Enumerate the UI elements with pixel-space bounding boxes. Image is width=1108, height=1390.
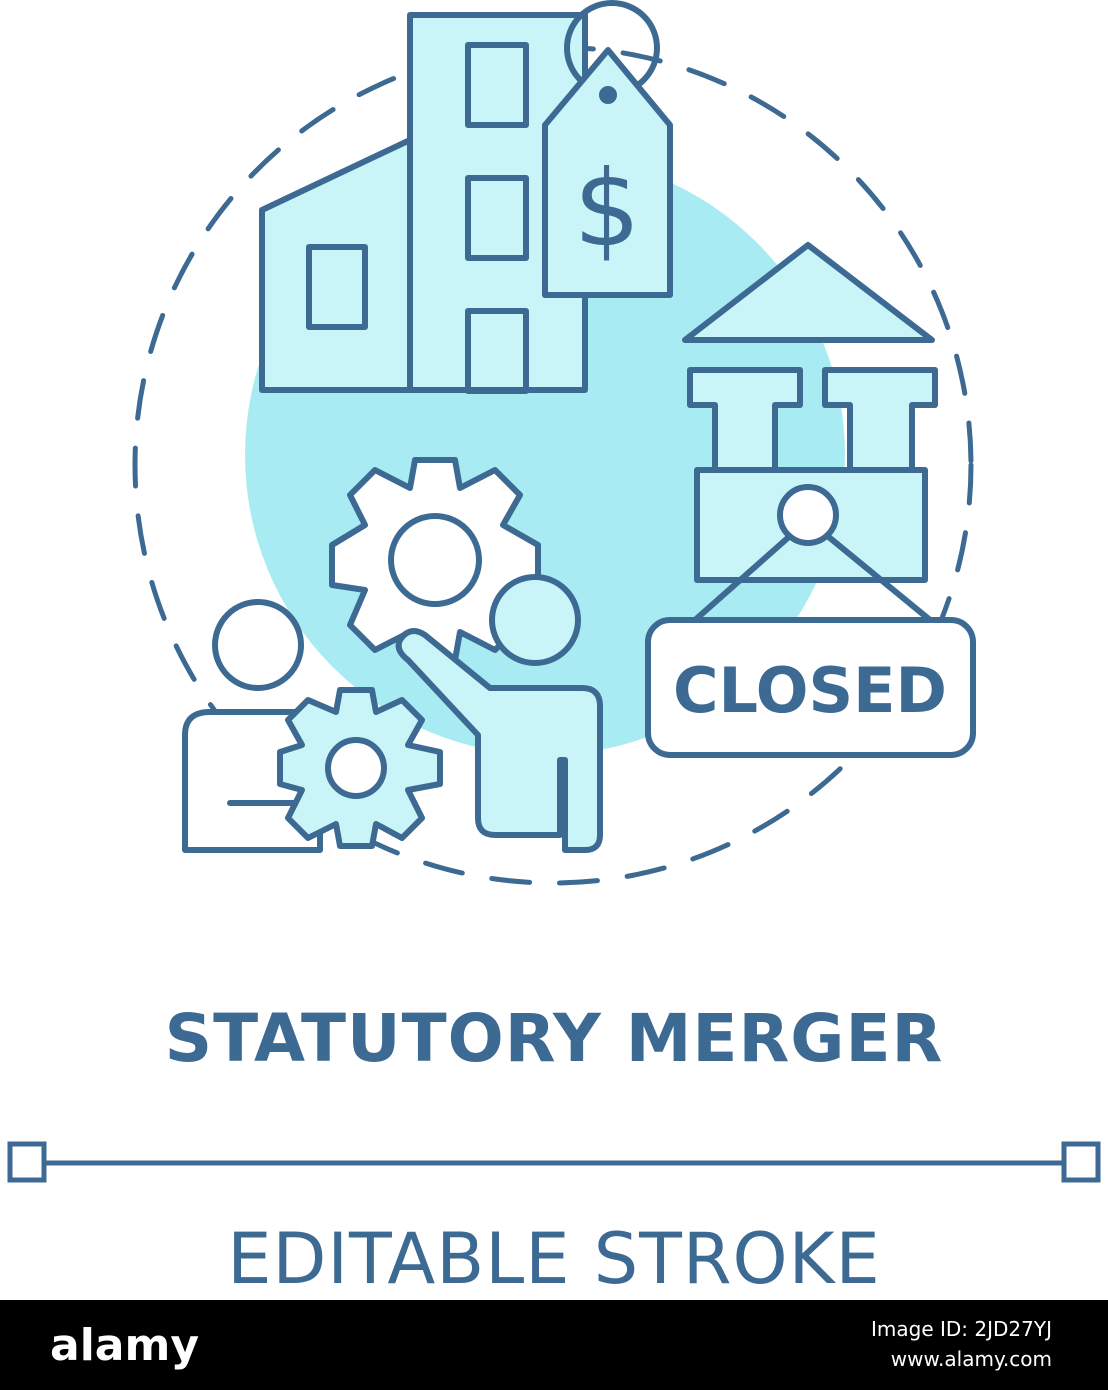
gear-icon-small	[277, 687, 443, 849]
stroke-slider[interactable]	[0, 1130, 1108, 1200]
person-icon-right	[395, 574, 603, 853]
closed-sign: CLOSED	[645, 484, 976, 758]
image-id-label: Image ID: 2JD27YJ	[871, 1317, 1052, 1341]
subtitle: EDITABLE STROKE	[227, 1218, 881, 1300]
statutory-merger-illustration: $ CLOSED	[132, 0, 976, 886]
site-link[interactable]: www.alamy.com	[890, 1347, 1052, 1371]
price-tag-symbol: $	[574, 148, 641, 270]
dashed-outline-circle	[132, 44, 974, 886]
building-icon	[259, 12, 588, 394]
price-tag-icon: $	[542, 0, 673, 298]
stroke-slider-handle-left[interactable]	[7, 1141, 47, 1183]
title: STATUTORY MERGER	[164, 1000, 944, 1077]
footer-bar: alamy Image ID: 2JD27YJ www.alamy.com	[0, 1300, 1108, 1390]
closed-sign-label: CLOSED	[673, 654, 947, 727]
stroke-slider-handle-right[interactable]	[1061, 1141, 1101, 1183]
footer-logo[interactable]: alamy	[50, 1320, 199, 1371]
footer-info: Image ID: 2JD27YJ www.alamy.com	[871, 1314, 1052, 1374]
